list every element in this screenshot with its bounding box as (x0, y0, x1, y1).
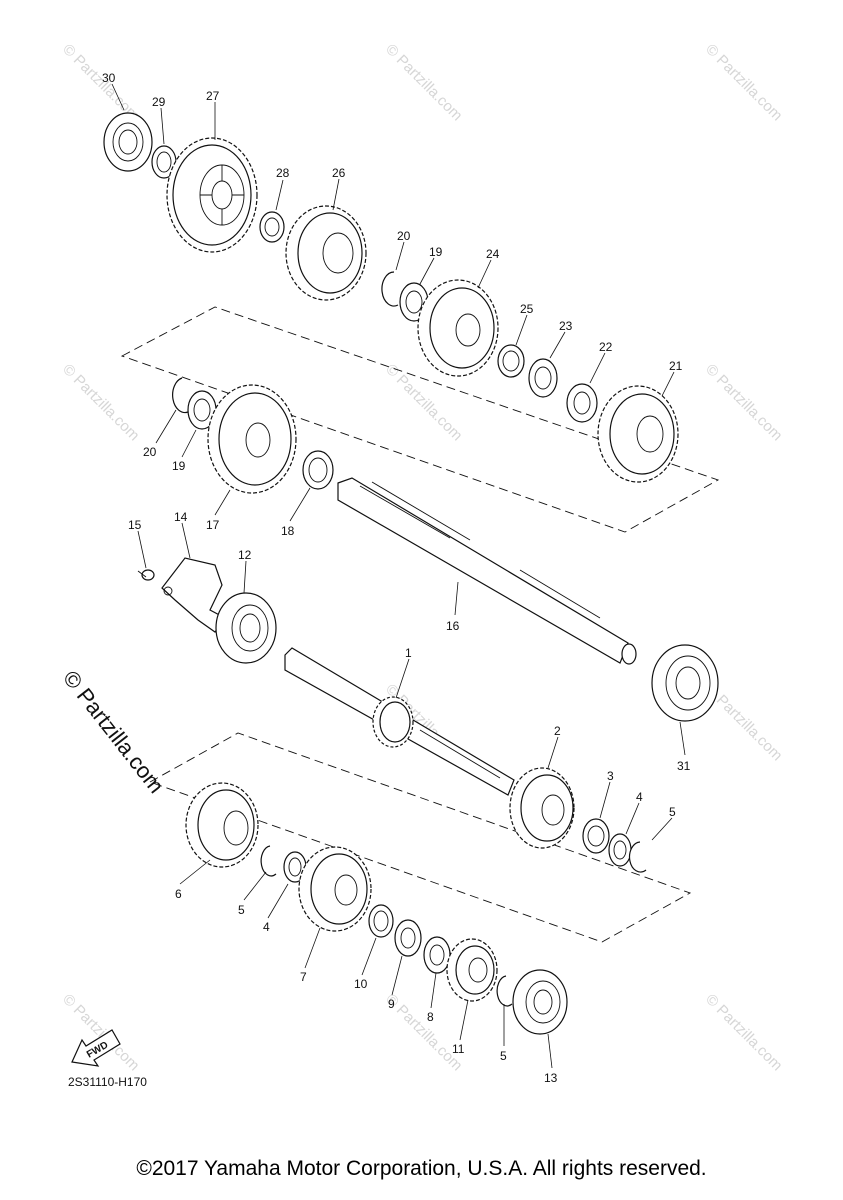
label-4: 4 (636, 790, 643, 804)
watermark: © Partzilla.com (702, 361, 785, 444)
part-10-needle-bearing[interactable] (368, 904, 394, 938)
label-5b: 5 (238, 903, 245, 917)
label-18: 18 (281, 524, 295, 538)
label-12: 12 (238, 548, 252, 562)
label-30: 30 (102, 71, 116, 85)
label-1: 1 (405, 646, 412, 660)
label-4b: 4 (263, 920, 270, 934)
part-5a-circlip[interactable] (628, 841, 647, 873)
part-5b-circlip[interactable] (260, 845, 277, 877)
part-28-needle-bearing[interactable] (259, 211, 285, 243)
watermark: © Partzilla.com (382, 991, 465, 1074)
label-26: 26 (332, 166, 346, 180)
part-labels: 30 29 27 28 26 20 19 24 25 23 22 21 20 1… (102, 71, 691, 1085)
label-23: 23 (559, 319, 573, 333)
label-24: 24 (486, 247, 500, 261)
part-26-gear[interactable] (285, 205, 367, 301)
part-3-needle-bearing[interactable] (582, 818, 610, 854)
label-5c: 5 (500, 1049, 507, 1063)
label-17: 17 (206, 518, 220, 532)
label-13: 13 (544, 1071, 558, 1085)
part-14-bracket-plate[interactable] (161, 557, 226, 633)
label-27: 27 (206, 89, 220, 103)
label-15: 15 (128, 518, 142, 532)
part-13-bearing[interactable] (512, 969, 568, 1035)
part-24-gear[interactable] (417, 279, 499, 377)
part-9-washer[interactable] (394, 919, 422, 957)
lower-assembly-outline (148, 732, 692, 943)
part-22-washer[interactable] (566, 383, 598, 423)
part-7-gear[interactable] (298, 846, 372, 932)
label-3: 3 (607, 769, 614, 783)
label-22: 22 (599, 340, 613, 354)
label-19: 19 (429, 245, 443, 259)
label-5: 5 (669, 805, 676, 819)
label-8: 8 (427, 1010, 434, 1024)
leader-lines (111, 83, 686, 1069)
label-7: 7 (300, 970, 307, 984)
part-25-needle-bearing[interactable] (497, 344, 525, 378)
part-11-gear[interactable] (446, 938, 498, 1002)
watermark-large: © Partzilla.com (58, 666, 169, 798)
label-31: 31 (677, 759, 691, 773)
watermark: © Partzilla.com (702, 991, 785, 1074)
part-5c-circlip[interactable] (496, 975, 513, 1007)
part-1-shaft[interactable] (284, 647, 515, 796)
part-6-gear[interactable] (185, 782, 259, 868)
part-16-shaft[interactable] (337, 477, 637, 665)
label-19b: 19 (172, 459, 186, 473)
watermark: © Partzilla.com (702, 41, 785, 124)
part-31-bearing[interactable] (651, 644, 719, 722)
part-15-screw[interactable] (137, 569, 155, 581)
label-6: 6 (175, 887, 182, 901)
label-28: 28 (276, 166, 290, 180)
watermark: © Partzilla.com (59, 41, 142, 124)
label-10: 10 (354, 977, 368, 991)
watermark: © Partzilla.com (382, 41, 465, 124)
part-21-gear[interactable] (597, 385, 679, 483)
upper-assembly-outline (120, 306, 720, 533)
part-23-washer[interactable] (528, 358, 558, 398)
label-2: 2 (554, 724, 561, 738)
part-20b-circlip[interactable] (172, 377, 189, 414)
label-14: 14 (174, 510, 188, 524)
part-4a-washer[interactable] (608, 833, 632, 867)
copyright-notice: ©2017 Yamaha Motor Corporation, U.S.A. A… (136, 1157, 707, 1180)
part-2-gear[interactable] (509, 767, 575, 849)
part-8-washer[interactable] (423, 936, 451, 974)
label-20b: 20 (143, 445, 157, 459)
label-16: 16 (446, 619, 460, 633)
label-25: 25 (520, 302, 534, 316)
part-30-bearing[interactable] (103, 112, 153, 172)
label-29: 29 (152, 95, 166, 109)
part-17-gear[interactable] (207, 384, 297, 494)
label-9: 9 (388, 997, 395, 1011)
label-20: 20 (397, 229, 411, 243)
part-20-circlip[interactable] (381, 271, 399, 307)
part-27-gear[interactable] (166, 137, 258, 253)
part-12-bearing[interactable] (215, 592, 277, 664)
watermark: © Partzilla.com (59, 361, 142, 444)
drawing-code: 2S31110-H170 (68, 1075, 147, 1089)
label-11: 11 (452, 1042, 465, 1056)
label-21: 21 (669, 359, 683, 373)
part-18-needle-bearing[interactable] (302, 450, 334, 490)
